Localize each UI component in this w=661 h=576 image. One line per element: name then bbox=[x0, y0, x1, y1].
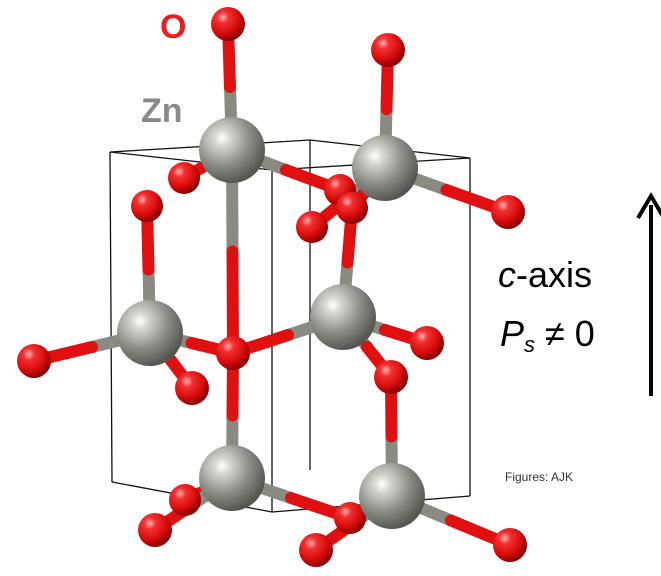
oxygen-atom bbox=[216, 336, 250, 370]
p-subscript: s bbox=[524, 332, 536, 357]
oxygen-atom bbox=[299, 533, 333, 567]
oxygen-atom bbox=[175, 371, 209, 405]
zinc-atom bbox=[352, 135, 418, 201]
zinc-atom bbox=[199, 445, 265, 511]
oxygen-label: O bbox=[160, 8, 187, 46]
oxygen-atom bbox=[17, 344, 51, 378]
oxygen-atom bbox=[374, 360, 408, 394]
axis-suffix: -axis bbox=[516, 254, 593, 295]
oxygen-atom bbox=[169, 484, 201, 516]
p-symbol: P bbox=[500, 313, 525, 354]
figure-credit: Figures: AJK bbox=[505, 470, 574, 484]
zinc-label: Zn bbox=[141, 92, 183, 130]
p-relation: ≠ 0 bbox=[545, 313, 595, 354]
polarization-label: Ps ≠ 0 bbox=[500, 313, 595, 358]
oxygen-atom bbox=[334, 502, 366, 534]
oxygen-atom bbox=[410, 326, 444, 360]
oxygen-atom bbox=[138, 513, 172, 547]
zinc-atom bbox=[199, 117, 265, 183]
oxygen-atom bbox=[491, 195, 525, 229]
zinc-atom bbox=[117, 300, 183, 366]
atoms bbox=[17, 7, 527, 567]
oxygen-atom bbox=[131, 190, 163, 222]
zinc-atom bbox=[359, 463, 425, 529]
c-symbol: c bbox=[498, 254, 516, 295]
oxygen-atom bbox=[371, 33, 405, 67]
c-axis-arrow bbox=[636, 192, 661, 396]
oxygen-atom bbox=[211, 7, 245, 41]
oxygen-atom bbox=[493, 528, 527, 562]
c-axis-label: c-axis bbox=[498, 254, 592, 296]
oxygen-atom bbox=[168, 162, 200, 194]
oxygen-atom bbox=[296, 211, 328, 243]
oxygen-atom bbox=[336, 192, 368, 224]
zinc-atom bbox=[310, 284, 376, 350]
cell-edge bbox=[109, 151, 113, 483]
